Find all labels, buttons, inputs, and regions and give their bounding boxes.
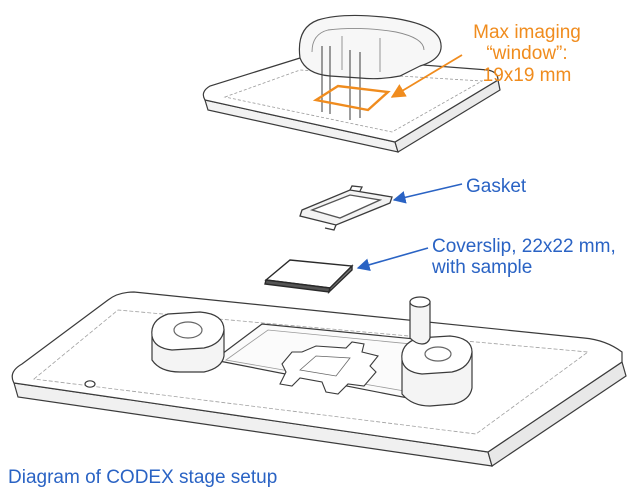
imaging-window-label-line-2: “window”:: [486, 43, 568, 65]
imaging-window-outline: [312, 84, 391, 112]
coverslip-label-line-1: Coverslip, 22x22 mm,: [432, 236, 616, 257]
imaging-window-label: Max imaging “window”: 19x19 mm: [452, 22, 602, 86]
gasket-part: [299, 185, 393, 231]
clamp-handle: [298, 14, 442, 120]
imaging-window-label-line-1: Max imaging: [473, 22, 581, 43]
stage-base-plate: [11, 291, 627, 467]
imaging-window-label-line-3: 19x19 mm: [482, 64, 572, 86]
coverslip-leader-line: [356, 247, 429, 271]
alignment-pin: [409, 296, 431, 345]
coverslip-label: Coverslip, 22x22 mm, with sample: [432, 236, 616, 279]
left-alignment-block: [151, 311, 225, 373]
diagram-caption: Diagram of CODEX stage setup: [8, 467, 278, 488]
coverslip-label-line-2: with sample: [432, 257, 533, 279]
window-leader-line: [390, 54, 463, 98]
gasket-leader-line: [392, 183, 463, 204]
gasket-label: Gasket: [466, 176, 527, 197]
coverslip-part: [264, 259, 354, 295]
right-alignment-block: [401, 335, 473, 407]
